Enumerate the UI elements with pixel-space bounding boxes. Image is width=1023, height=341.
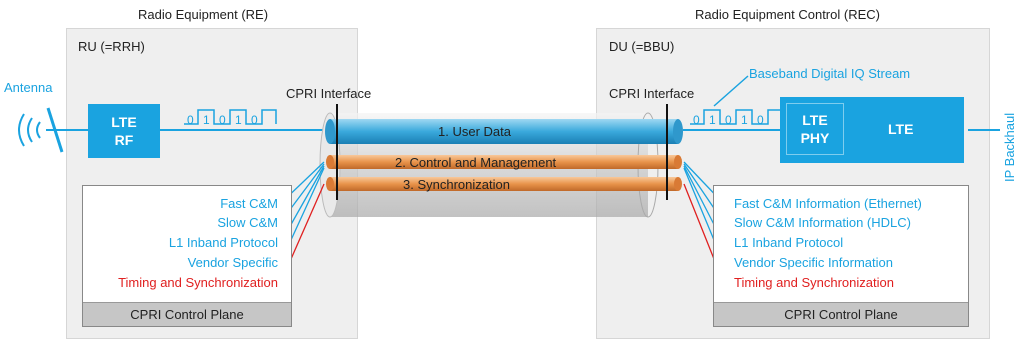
re-control-item-fast-cm: Fast C&M (220, 196, 278, 211)
control-management-label: 2. Control and Management (395, 155, 557, 170)
re-bit-4: 0 (251, 113, 258, 127)
antenna-label: Antenna (4, 80, 53, 95)
rec-control-item-timing-sync: Timing and Synchronization (734, 275, 894, 290)
re-unit-label: RU (=RRH) (78, 39, 145, 54)
rec-control-plane-box: CPRI Control Plane (713, 185, 969, 327)
lte-rf-line2: RF (114, 132, 134, 148)
rec-control-item-l1-inband: L1 Inband Protocol (734, 235, 844, 250)
user-data-tube (325, 119, 683, 144)
rec-control-item-slow-cm: Slow C&M Information (HDLC) (734, 215, 911, 230)
re-title: Radio Equipment (RE) (138, 7, 269, 22)
re-bit-2: 0 (219, 113, 226, 127)
synchronization-tube (326, 177, 682, 191)
control-management-tube (326, 155, 682, 169)
rec-title: Radio Equipment Control (REC) (695, 7, 880, 22)
lte-label: LTE (888, 121, 914, 137)
re-control-item-l1-inband: L1 Inband Protocol (168, 235, 278, 250)
re-bit-3: 1 (235, 113, 242, 127)
rec-bit-0: 0 (693, 113, 700, 127)
rec-control-plane-label: CPRI Control Plane (714, 302, 968, 326)
iq-stream-label: Baseband Digital IQ Stream (749, 66, 911, 81)
rec-bit-3: 1 (741, 113, 748, 127)
lte-phy-line2: PHY (800, 130, 830, 146)
rec-bit-2: 0 (725, 113, 732, 127)
re-control-item-slow-cm: Slow C&M (217, 215, 278, 230)
re-bit-0: 0 (187, 113, 194, 127)
re-bit-1: 1 (203, 113, 210, 127)
iq-stream-pointer (713, 75, 749, 107)
lte-phy-box: LTE PHY (786, 103, 844, 155)
re-cpri-interface-label: CPRI Interface (286, 86, 372, 101)
rec-bit-1: 1 (709, 113, 716, 127)
antenna-icon (18, 107, 88, 153)
re-bit-waveform (184, 109, 277, 125)
re-control-item-vendor-specific: Vendor Specific (187, 255, 278, 270)
ip-backhaul-label: IP Backhaul (1002, 112, 1017, 182)
rec-unit-label: DU (=BBU) (609, 39, 675, 54)
lte-rf-box: LTE RF (88, 104, 160, 158)
synchronization-label: 3. Synchronization (403, 177, 510, 192)
re-control-plane-label: CPRI Control Plane (83, 302, 291, 326)
rec-cpri-interface-label: CPRI Interface (609, 86, 695, 101)
re-control-item-timing-sync: Timing and Synchronization (118, 275, 278, 290)
rec-bit-4: 0 (757, 113, 764, 127)
lte-phy-line1: LTE (802, 112, 828, 128)
lte-rf-line1: LTE (111, 114, 137, 130)
rec-control-item-fast-cm: Fast C&M Information (Ethernet) (734, 196, 922, 211)
re-control-plane-box: CPRI Control Plane (82, 185, 292, 327)
user-data-label: 1. User Data (438, 124, 511, 139)
rec-bit-waveform (690, 109, 780, 125)
rec-control-item-vendor-specific: Vendor Specific Information (734, 255, 893, 270)
